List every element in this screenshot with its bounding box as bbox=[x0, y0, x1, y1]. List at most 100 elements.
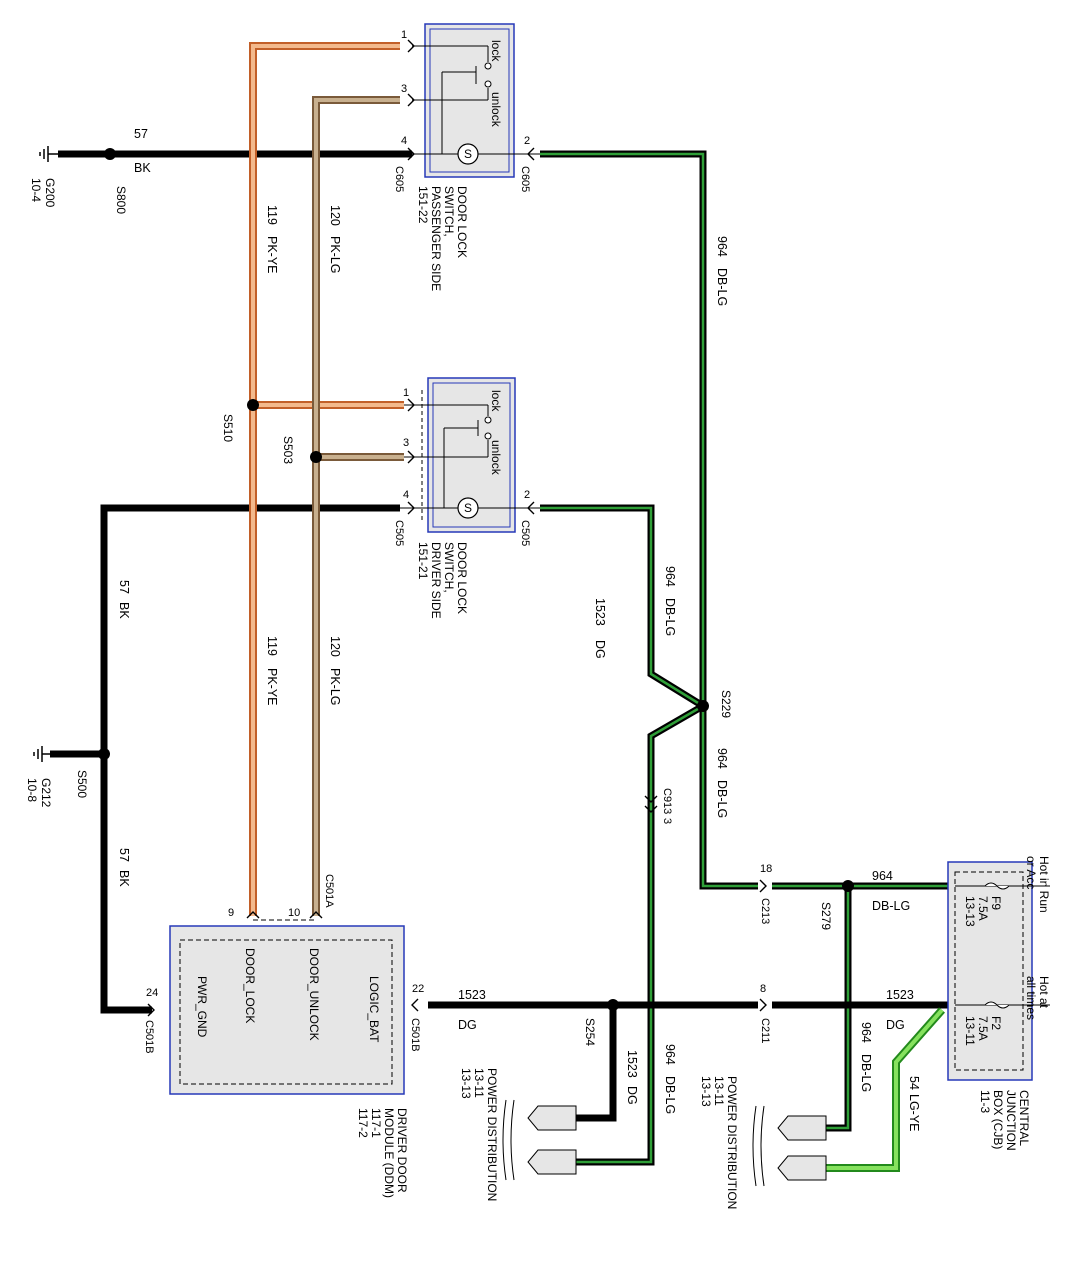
wire-circuit: 964 bbox=[663, 566, 677, 587]
power-distribution-label: POWER DISTRIBUTION 13-11 13-13 bbox=[699, 1076, 739, 1209]
terminal-connector-icon bbox=[527, 1105, 577, 1131]
driver-door-lock-switch: S lock unlock 1 3 4 2 C505 C505 DOOR LOC… bbox=[393, 377, 540, 619]
wire-color: DB-LG bbox=[663, 1076, 677, 1114]
pin-number: 3 bbox=[403, 437, 409, 449]
wire-color: DB-LG bbox=[872, 899, 910, 913]
svg-text:or Acc: or Acc bbox=[1024, 856, 1038, 889]
connector-label: C913 bbox=[661, 788, 673, 814]
hot-in-run-label: Hot in Run or Acc bbox=[1024, 856, 1051, 913]
connector-label: C501B bbox=[143, 1020, 155, 1054]
connector-pin: 22 bbox=[412, 983, 424, 995]
terminal-connector-icon bbox=[777, 1155, 827, 1181]
power-distribution-left: POWER DISTRIBUTION 13-11 13-13 bbox=[459, 1068, 577, 1201]
connector-label: C501B bbox=[409, 1018, 421, 1052]
ddm-pin-label: PWR_GND bbox=[195, 976, 209, 1038]
ddm-pin-label: DOOR_LOCK bbox=[243, 948, 257, 1023]
svg-text:7.5A: 7.5A bbox=[976, 1016, 990, 1041]
svg-text:DRIVER DOOR: DRIVER DOOR bbox=[395, 1108, 409, 1193]
splice-s510 bbox=[247, 399, 259, 411]
svg-text:PASSENGER SIDE: PASSENGER SIDE bbox=[429, 186, 443, 291]
svg-text:13-13: 13-13 bbox=[699, 1076, 713, 1107]
wire-circuit: 57 bbox=[134, 127, 148, 141]
ground-name: G212 bbox=[39, 778, 53, 808]
switch-lock-label: lock bbox=[489, 40, 503, 62]
switch-lamp-icon bbox=[457, 497, 479, 519]
wire-color: DB-LG bbox=[663, 598, 677, 636]
ddm-pin-label: DOOR_UNLOCK bbox=[307, 948, 321, 1041]
svg-text:13-13: 13-13 bbox=[963, 896, 977, 927]
wire-layer bbox=[50, 42, 955, 1172]
wire-color: DG bbox=[458, 1018, 477, 1032]
svg-text:Hot in Run: Hot in Run bbox=[1037, 856, 1051, 913]
connector-label: C505 bbox=[393, 520, 405, 546]
switch-unlock-label: unlock bbox=[489, 92, 503, 128]
switch-lock-label: lock bbox=[489, 390, 503, 412]
svg-text:13-11: 13-11 bbox=[472, 1068, 486, 1098]
splice-label: S503 bbox=[281, 436, 295, 464]
svg-text:7.5A: 7.5A bbox=[976, 896, 990, 921]
svg-text:151-21: 151-21 bbox=[416, 542, 430, 580]
splice-s279 bbox=[842, 880, 854, 892]
pin-number: 1 bbox=[401, 29, 407, 41]
pin-number: 1 bbox=[403, 387, 409, 399]
wire-circuit: 1523 bbox=[886, 988, 914, 1002]
connector-pin: 24 bbox=[146, 987, 158, 999]
wire-color: BK bbox=[134, 161, 151, 175]
ground-name: G200 bbox=[43, 178, 57, 208]
svg-text:13-13: 13-13 bbox=[459, 1068, 473, 1099]
terminal-connector-icon bbox=[527, 1149, 577, 1175]
svg-text:SWITCH,: SWITCH, bbox=[442, 542, 456, 593]
wire-color: LG-YE bbox=[907, 1094, 921, 1132]
wire-color: PK-YE bbox=[265, 668, 279, 706]
pin-number: 2 bbox=[524, 489, 530, 501]
connector-label: C605 bbox=[393, 166, 405, 192]
wire-1523-dg-pd bbox=[576, 1005, 617, 1122]
svg-text:POWER DISTRIBUTION: POWER DISTRIBUTION bbox=[725, 1076, 739, 1209]
fuse-f9-icon bbox=[984, 882, 1010, 890]
connector-pin: 9 bbox=[228, 907, 234, 919]
svg-text:DOOR LOCK: DOOR LOCK bbox=[455, 542, 469, 614]
wire-circuit: 964 bbox=[715, 236, 729, 257]
svg-text:JUNCTION: JUNCTION bbox=[1004, 1090, 1018, 1151]
connector-pin: 3 bbox=[661, 818, 673, 824]
switch-unlock-label: unlock bbox=[489, 440, 503, 476]
wire-circuit: 57 bbox=[117, 580, 131, 594]
lamp-glyph: S bbox=[464, 147, 472, 161]
wire-labels: 57 BK 57 BK 57 BK 119 PK-YE 119 PK-YE 12… bbox=[117, 127, 921, 1132]
svg-text:CENTRAL: CENTRAL bbox=[1017, 1090, 1031, 1146]
svg-text:13-11: 13-11 bbox=[963, 1016, 977, 1046]
svg-text:151-22: 151-22 bbox=[416, 186, 430, 224]
terminal-connector-icon bbox=[777, 1115, 827, 1141]
svg-text:SWITCH,: SWITCH, bbox=[442, 186, 456, 237]
splice-label: S229 bbox=[719, 690, 733, 718]
wire-color: PK-YE bbox=[265, 236, 279, 274]
wire-circuit: 964 bbox=[872, 869, 893, 883]
wire-circuit: 964 bbox=[715, 748, 729, 769]
passenger-door-lock-switch: S lock unlock 1 3 4 2 C605 C605 DOOR LOC… bbox=[393, 23, 540, 291]
svg-text:13-11: 13-11 bbox=[712, 1076, 726, 1106]
pin-number: 4 bbox=[401, 135, 407, 147]
svg-text:117-1: 117-1 bbox=[369, 1108, 383, 1138]
wire-color: DB-LG bbox=[715, 268, 729, 306]
wire-color: BK bbox=[117, 602, 131, 619]
pin-number: 2 bbox=[524, 135, 530, 147]
wire-circuit: 1523 bbox=[625, 1050, 639, 1078]
connector-label: C505 bbox=[519, 520, 531, 546]
splice-label: S254 bbox=[583, 1018, 597, 1046]
wire-circuit: 119 bbox=[265, 205, 279, 225]
svg-text:POWER DISTRIBUTION: POWER DISTRIBUTION bbox=[485, 1068, 499, 1201]
wire-color: PK-LG bbox=[328, 236, 342, 274]
wire-964-db-lg-driver bbox=[540, 504, 705, 709]
splice-label: S800 bbox=[114, 186, 128, 214]
splice-s500 bbox=[98, 748, 110, 760]
central-junction-box: F9 7.5A 13-13 F2 7.5A 13-11 Hot in Run o… bbox=[947, 856, 1051, 1151]
fuse-f2-label: F2 7.5A 13-11 bbox=[963, 1016, 1003, 1046]
cjb-title: CENTRAL JUNCTION BOX (CJB) 11-3 bbox=[978, 1090, 1031, 1151]
connector-pin: 10 bbox=[288, 907, 300, 919]
wire-color: DG bbox=[625, 1086, 639, 1105]
svg-text:BOX (CJB): BOX (CJB) bbox=[991, 1090, 1005, 1149]
pin-number: 3 bbox=[401, 83, 407, 95]
svg-text:DOOR LOCK: DOOR LOCK bbox=[455, 186, 469, 258]
svg-text:117-2: 117-2 bbox=[356, 1108, 370, 1138]
splice-s503 bbox=[310, 451, 322, 463]
